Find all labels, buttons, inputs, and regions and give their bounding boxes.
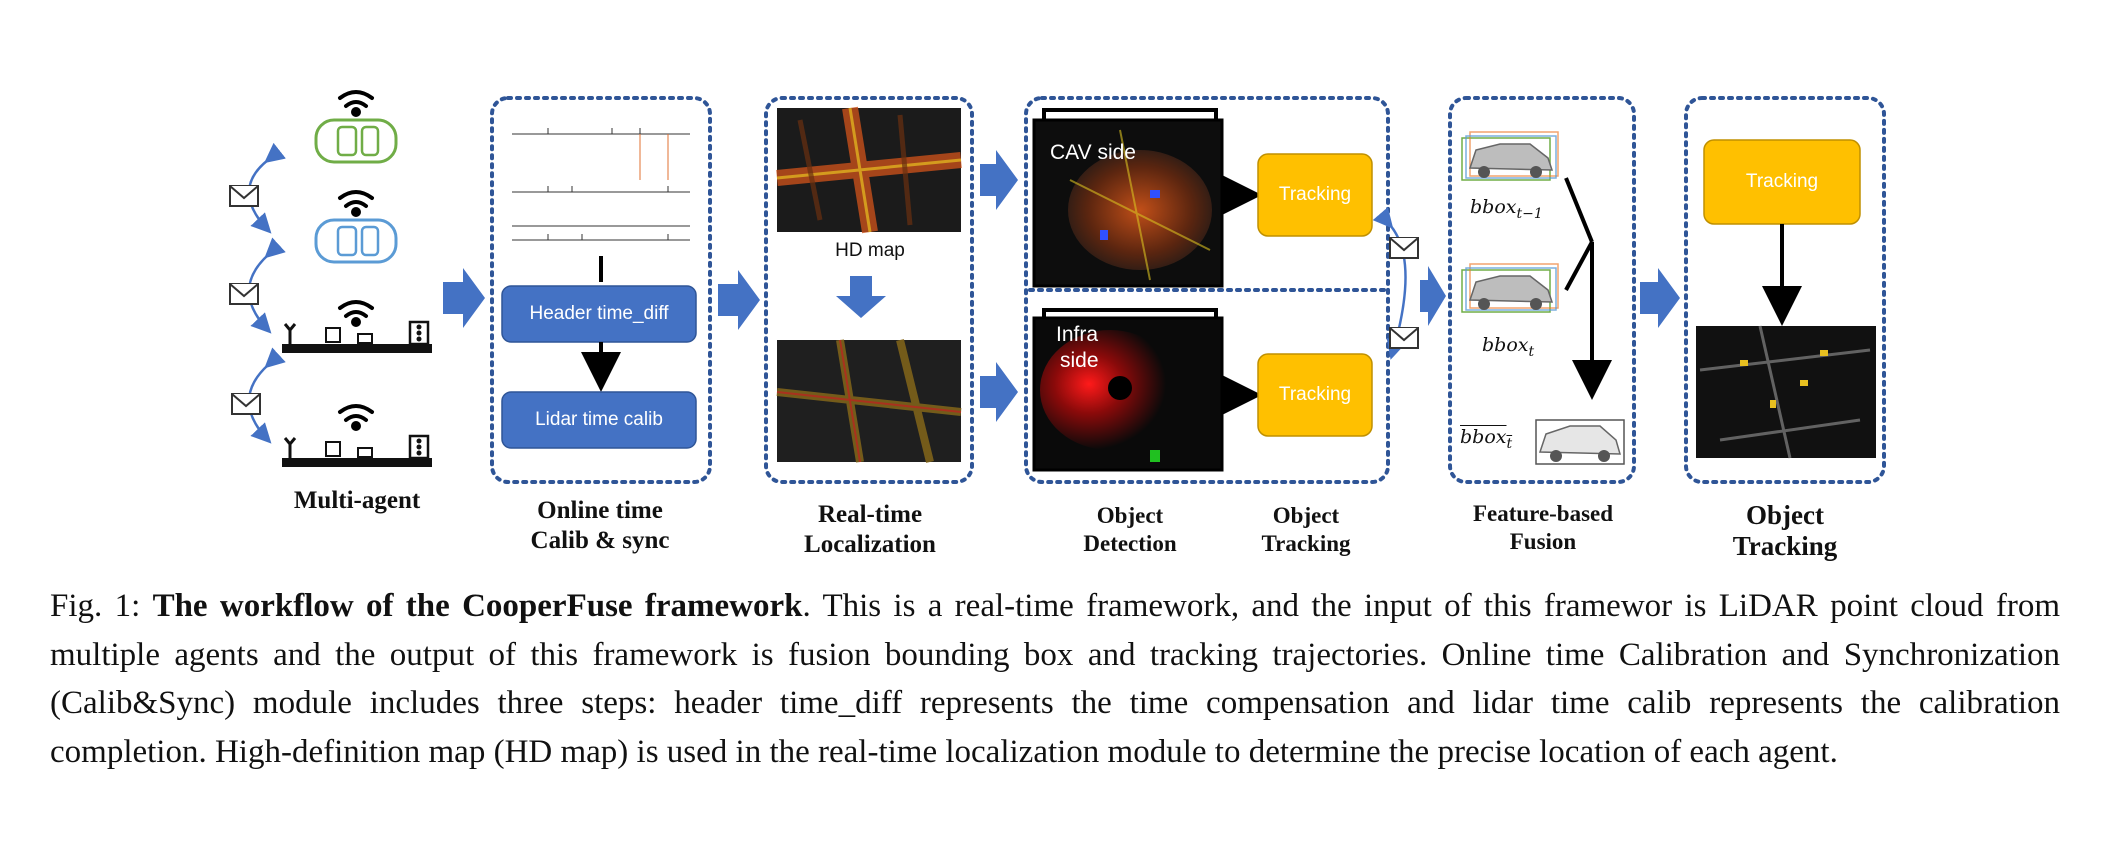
flow-arrow: [718, 270, 760, 330]
wifi-icon: [338, 190, 374, 217]
caption-bold: The workflow of the CooperFuse framework: [152, 588, 803, 624]
figure-caption: Fig. 1: The workflow of the CooperFuse f…: [50, 582, 2060, 776]
car-bbox-icon: [1461, 263, 1559, 313]
online-time-calib-panel: [490, 96, 712, 484]
lidar-time-calib-label: Lidar time calib: [535, 409, 663, 430]
bbox-prev-label: bboxt−1: [1470, 196, 1543, 222]
envelope-icon: [229, 283, 259, 305]
multi-agent-label: Multi-agent: [293, 487, 421, 514]
realtime-label-2: Localization: [804, 531, 936, 558]
wifi-icon: [338, 404, 374, 431]
final-tracking-label-2: Tracking: [1732, 531, 1838, 561]
infra-side-label-2: side: [1060, 349, 1099, 372]
tracking-final-label: Tracking: [1745, 171, 1819, 192]
envelope-icon: [1389, 327, 1419, 349]
object-tracking-label-1: Object: [1272, 503, 1340, 528]
tracking-infra-box: [1257, 353, 1373, 437]
bbox-hat-label: bboxt: [1460, 426, 1513, 452]
car-bbox-icon: [1461, 131, 1559, 181]
flow-arrow: [1640, 268, 1680, 328]
feature-fusion-label-1: Feature-based: [1472, 501, 1614, 526]
wifi-icon: [338, 90, 374, 117]
timeline-sketch: [512, 128, 690, 241]
realtime-localization-panel: [764, 96, 974, 484]
flow-arrow: [443, 268, 485, 328]
feature-fusion-panel: [1448, 96, 1636, 484]
flow-arrow: [1420, 266, 1446, 326]
online-time-label-1: Online time: [537, 497, 663, 524]
roadside-unit-icon: [282, 320, 432, 353]
online-time-label-2: Calib & sync: [530, 527, 670, 554]
tracking-cav-box: [1257, 153, 1373, 237]
caption-body: . This is a real-time framework, and the…: [50, 588, 2060, 770]
envelope-icon: [1389, 237, 1419, 259]
cav-side-label: CAV side: [1050, 141, 1136, 164]
final-tracking-label-1: Object: [1746, 500, 1824, 530]
tracking-cav-label: Tracking: [1278, 184, 1352, 205]
flow-arrow: [980, 362, 1018, 422]
envelope-icon: [229, 185, 259, 207]
bbox-t-label: bboxt: [1482, 334, 1535, 360]
green-car-icon: [314, 118, 398, 164]
caption-prefix: Fig. 1:: [50, 588, 153, 624]
object-tracking-label-2: Tracking: [1261, 531, 1351, 556]
object-detection-label-2: Detection: [1083, 531, 1177, 556]
workflow-diagram: [229, 90, 1886, 484]
multi-agent-panel: [229, 90, 432, 467]
object-tracking-panel: [1684, 96, 1886, 484]
hd-map-label: HD map: [835, 240, 905, 261]
realtime-label-1: Real-time: [817, 501, 923, 528]
roadside-unit-icon: [282, 434, 432, 467]
object-detection-label-1: Object: [1096, 503, 1164, 528]
blue-car-icon: [314, 218, 398, 264]
flow-arrow: [980, 150, 1018, 210]
feature-fusion-label-2: Fusion: [1509, 529, 1577, 554]
workflow-figure: Header time_diff Lidar time calib HD map…: [229, 90, 1886, 561]
flow-arrow-down: [836, 276, 886, 318]
tracking-infra-label: Tracking: [1278, 384, 1352, 405]
infra-side-label-1: Infra: [1056, 323, 1099, 346]
header-time-diff-label: Header time_diff: [529, 303, 669, 324]
wifi-icon: [338, 300, 374, 327]
fused-car-bbox-icon: [1535, 419, 1625, 465]
detection-tracking-panel: [1024, 96, 1390, 484]
envelope-icon: [231, 393, 261, 415]
lidar-time-calib-box: [501, 391, 697, 449]
